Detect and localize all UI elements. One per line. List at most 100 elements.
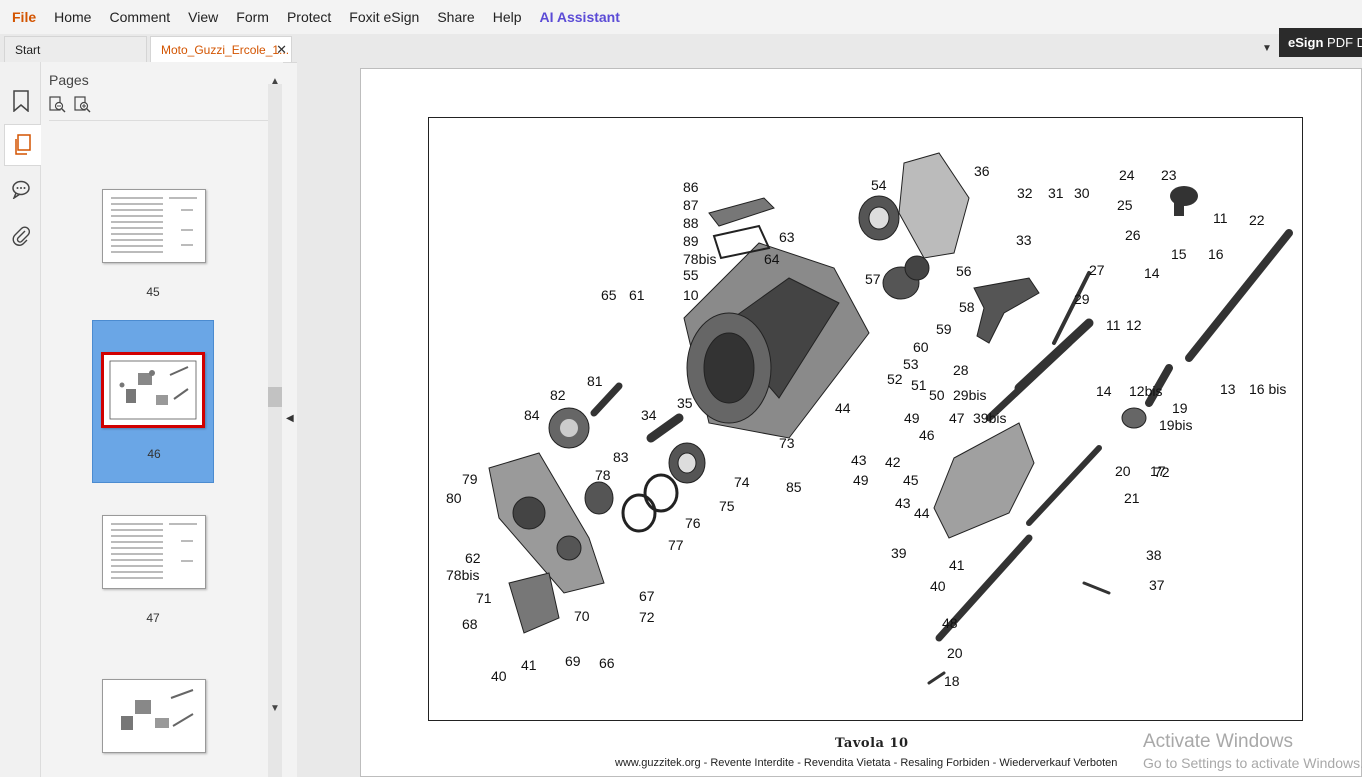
part-label: 61: [629, 287, 645, 303]
part-label: 21: [1124, 490, 1140, 506]
part-label: 31: [1048, 185, 1064, 201]
collapse-panel-arrow-icon[interactable]: ◀: [286, 413, 294, 424]
part-label: 45: [903, 472, 919, 488]
page-thumbnail-46[interactable]: 46: [92, 320, 214, 483]
part-label: 79: [462, 471, 478, 487]
part-label: 72: [639, 609, 655, 625]
tab-list-chevron-down-icon[interactable]: ▼: [1262, 43, 1272, 54]
part-label: 60: [913, 339, 929, 355]
panel-scrollbar[interactable]: [268, 84, 282, 777]
part-label: 53: [903, 356, 919, 372]
part-label: 42: [885, 454, 901, 470]
scroll-down-arrow-icon[interactable]: ▼: [270, 703, 280, 714]
tab-document-label: Moto_Guzzi_Ercole_1...: [161, 43, 290, 57]
menu-home[interactable]: Home: [54, 9, 92, 25]
part-label: 73: [779, 435, 795, 451]
menu-comment[interactable]: Comment: [109, 9, 171, 25]
menu-form[interactable]: Form: [236, 9, 269, 25]
scroll-up-arrow-icon[interactable]: ▲: [270, 76, 280, 87]
part-label: 70: [574, 608, 590, 624]
page-footer: www.guzzitek.org - Revente Interdite - R…: [615, 757, 1118, 769]
part-label: 23: [1161, 167, 1177, 183]
part-label: 36: [974, 163, 990, 179]
part-label: 59: [936, 321, 952, 337]
part-label: 55: [683, 267, 699, 283]
part-label: 49: [853, 472, 869, 488]
part-label: 29: [1074, 291, 1090, 307]
part-label: 86: [683, 179, 699, 195]
part-label: 40: [491, 668, 507, 684]
shafts-drawing: [590, 229, 1293, 685]
part-label: 10: [683, 287, 699, 303]
part-label: 69: [565, 653, 581, 669]
part-label: 47: [949, 410, 965, 426]
part-label: 75: [719, 498, 735, 514]
page-thumbnail-47[interactable]: 47: [92, 508, 214, 628]
menu-share[interactable]: Share: [437, 9, 475, 25]
part-label: 78bis: [446, 567, 479, 583]
part-label: 68: [462, 616, 478, 632]
activate-windows-instructions: Go to Settings to activate Windows.: [1143, 755, 1362, 771]
page-number-label: 46: [147, 447, 161, 461]
thumbnail-image: [102, 679, 206, 753]
part-label: 25: [1117, 197, 1133, 213]
menu-foxit-esign[interactable]: Foxit eSign: [349, 9, 420, 25]
comment-icon[interactable]: [8, 176, 34, 202]
figure-caption: Tavola 10: [835, 736, 909, 751]
part-label: 27: [1089, 262, 1105, 278]
bookmark-icon[interactable]: [8, 88, 34, 114]
menu-view[interactable]: View: [188, 9, 219, 25]
part-label: 11: [1213, 210, 1228, 226]
attachment-icon[interactable]: [8, 223, 34, 249]
bearings-drawing: [584, 195, 1147, 533]
part-label: 35: [677, 395, 693, 411]
zoom-out-thumbnail-icon[interactable]: [49, 96, 66, 118]
thumbnail-image: [102, 189, 206, 263]
tab-start[interactable]: Start: [4, 36, 147, 62]
part-label: 71: [476, 590, 492, 606]
menu-file[interactable]: File: [12, 9, 37, 25]
part-label: 39bis: [973, 410, 1006, 426]
part-label: 41: [949, 557, 965, 573]
part-label: 44: [914, 505, 930, 521]
part-label: 74: [734, 474, 750, 490]
close-tab-icon[interactable]: ✕: [276, 42, 287, 57]
activate-windows-watermark: Activate Windows: [1143, 731, 1293, 752]
part-label: 85: [786, 479, 802, 495]
part-label: 13: [1220, 381, 1236, 397]
part-label: 63: [779, 229, 795, 245]
part-label: 57: [865, 271, 881, 287]
menu-protect[interactable]: Protect: [286, 9, 332, 25]
zoom-in-thumbnail-icon[interactable]: [74, 96, 91, 118]
part-label: 40: [930, 578, 946, 594]
panel-divider: [49, 120, 277, 121]
pages-icon[interactable]: [4, 124, 41, 166]
part-label: 66: [599, 655, 615, 671]
page-thumbnail-45[interactable]: 45: [92, 182, 214, 302]
menu-help[interactable]: Help: [492, 9, 522, 25]
panel-scrollbar-thumb[interactable]: [268, 387, 282, 407]
part-label: 32: [1017, 185, 1033, 201]
part-label: 65: [601, 287, 617, 303]
part-label: 22: [1249, 212, 1265, 228]
part-label: 12bis: [1129, 383, 1162, 399]
menu-ai-assistant[interactable]: AI Assistant: [539, 9, 620, 25]
tab-active-document[interactable]: Moto_Guzzi_Ercole_1... ✕: [150, 36, 292, 62]
part-label: 18: [944, 673, 960, 689]
esign-banner[interactable]: eSign PDF D: [1279, 28, 1362, 57]
part-label: 46: [919, 427, 935, 443]
part-label: 24: [1119, 167, 1135, 183]
document-tab-bar: Start Moto_Guzzi_Ercole_1... ✕: [0, 34, 1362, 63]
part-label: 16 bis: [1249, 381, 1286, 397]
part-label: 48: [942, 615, 958, 631]
part-label: 15: [1171, 246, 1187, 262]
page-thumbnail-48[interactable]: [92, 672, 214, 777]
pages-panel: Pages 45: [41, 62, 283, 777]
part-label: 64: [764, 251, 780, 267]
part-label: 76: [685, 515, 701, 531]
part-label: 51: [911, 377, 927, 393]
part-label: 30: [1074, 185, 1090, 201]
part-label: 20: [1115, 463, 1131, 479]
